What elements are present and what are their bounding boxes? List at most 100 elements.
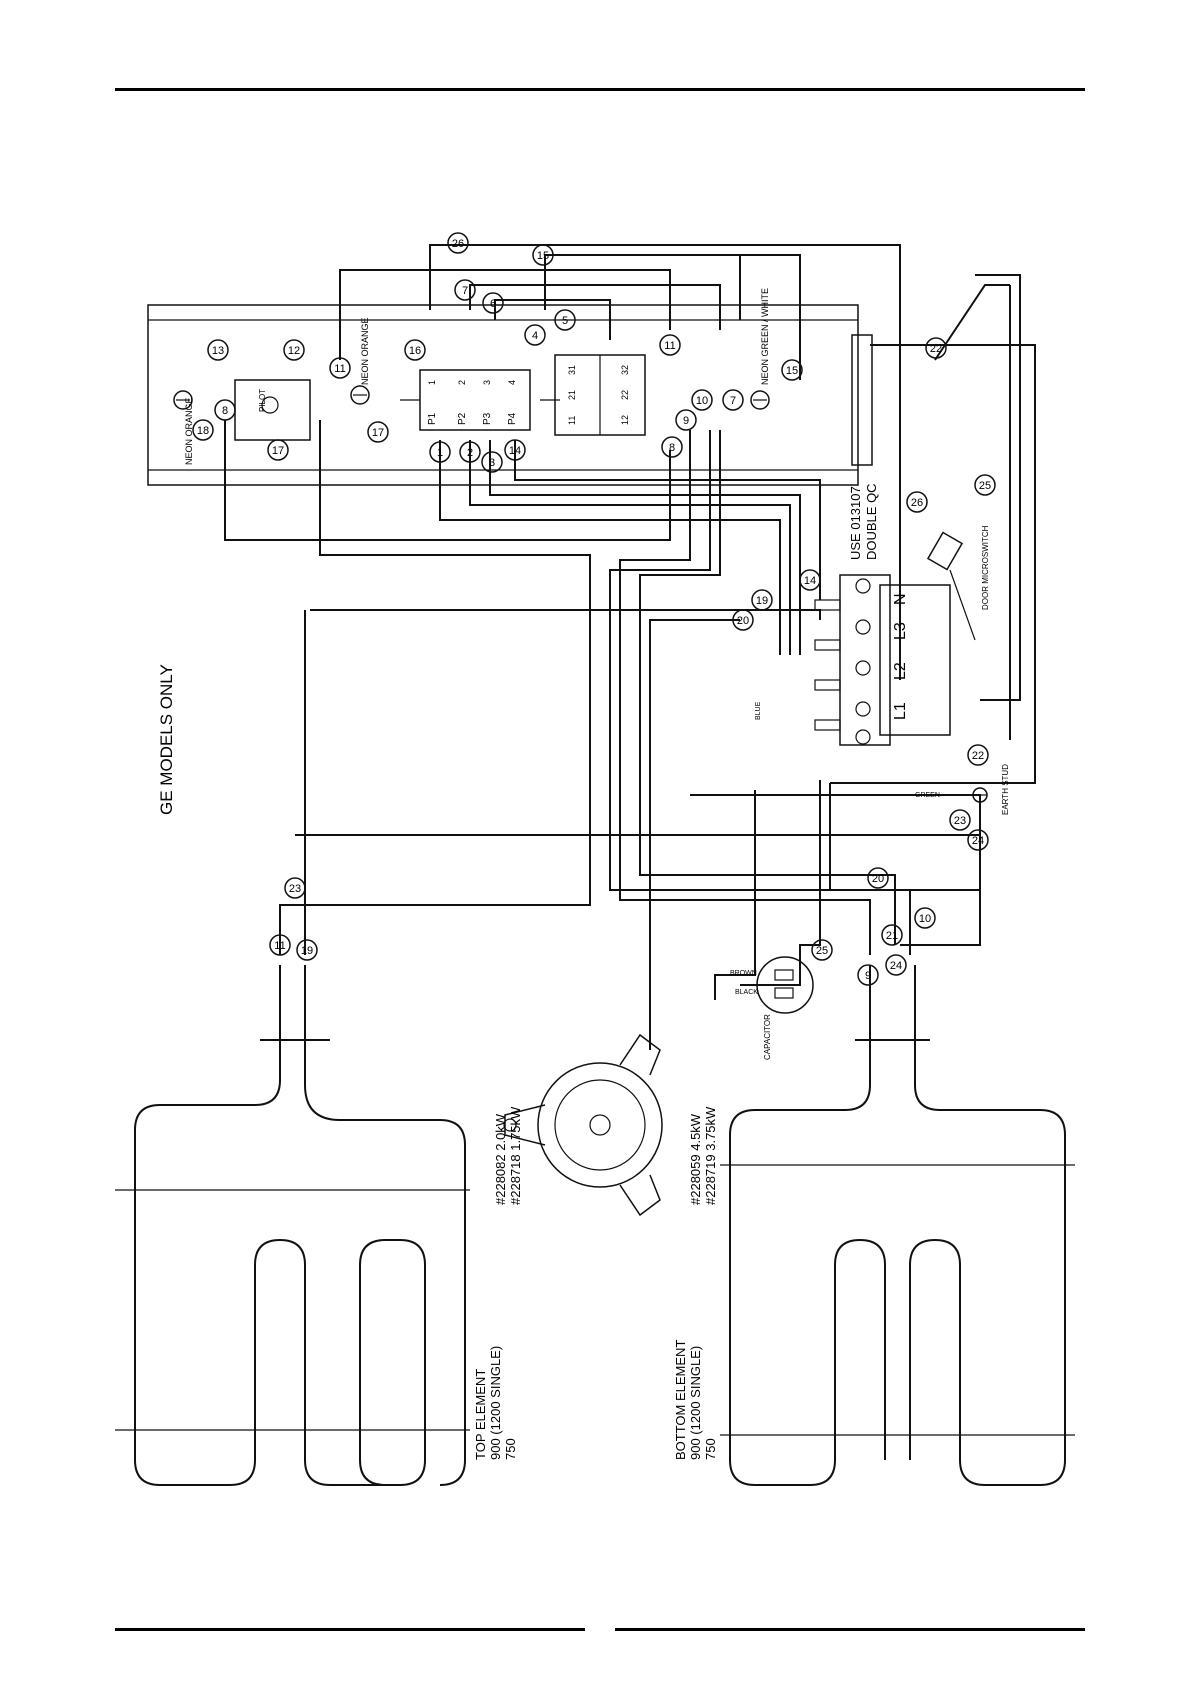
switch-pole-p3: P3: [482, 412, 493, 425]
wire-marker-7b: 7: [722, 389, 744, 411]
switch-contact-2: 2: [457, 380, 467, 385]
svg-text:17: 17: [372, 427, 384, 439]
svg-text:24: 24: [890, 960, 902, 972]
ge-models-only-title: GE MODELS ONLY: [157, 664, 176, 815]
wire-marker-25a: 25: [974, 474, 996, 496]
earth-stud-label: EARTH STUD: [1001, 764, 1010, 815]
neon-green-white-label: NEON GREEN / WHITE: [760, 288, 770, 385]
wire-marker-19b: 19: [296, 939, 318, 961]
svg-text:9: 9: [865, 970, 871, 982]
wire-marker-2: 2: [459, 441, 481, 463]
switch-contact-4: 4: [507, 380, 517, 385]
svg-text:6: 6: [490, 298, 496, 310]
svg-text:22: 22: [930, 343, 942, 355]
wire-number-markers: 1 2 3 4 5 6 7 7 8 8 9 9 10 10 11 11 11 1…: [192, 232, 996, 986]
wire-marker-23b: 23: [949, 809, 971, 831]
top-element-part-1: #228082 2.0kW: [493, 1113, 508, 1205]
svg-text:20: 20: [737, 615, 749, 627]
top-element-label-3: 750: [503, 1438, 518, 1460]
svg-text:20: 20: [872, 873, 884, 885]
black-wire-label: BLACK: [735, 989, 758, 996]
top-element-part-2: #228718 1.75kW: [508, 1106, 523, 1205]
switch-contact-3: 3: [482, 380, 492, 385]
wire-marker-19a: 19: [751, 589, 773, 611]
fan-motor: [503, 1033, 663, 1217]
svg-text:15: 15: [537, 250, 549, 262]
terminal-l2: L2: [892, 662, 909, 680]
wire-marker-13: 13: [207, 339, 229, 361]
svg-text:1: 1: [437, 447, 443, 459]
top-element: [115, 965, 470, 1486]
svg-text:18: 18: [197, 425, 209, 437]
wire-marker-20a: 20: [732, 609, 754, 631]
wire-marker-18: 18: [192, 419, 214, 441]
svg-text:2: 2: [467, 447, 473, 459]
wire-marker-15b: 15: [781, 359, 803, 381]
wire-marker-6: 6: [482, 292, 504, 314]
wire-marker-8b: 8: [661, 436, 683, 458]
wire-marker-24b: 24: [885, 954, 907, 976]
earth-stud: [972, 787, 988, 803]
wire-marker-1: 1: [429, 441, 451, 463]
brown-wire-label: BROWN: [730, 970, 757, 977]
svg-text:17: 17: [272, 445, 284, 457]
wire-marker-7a: 7: [454, 279, 476, 301]
switch-contact-1: 1: [427, 380, 437, 385]
switch-pole-p1: P1: [427, 412, 438, 425]
top-element-label-1: TOP ELEMENT: [473, 1369, 488, 1460]
wire-marker-12: 12: [283, 339, 305, 361]
svg-text:11: 11: [334, 363, 345, 375]
green-wire-label: GREEN: [915, 792, 940, 799]
svg-text:26: 26: [452, 238, 464, 250]
header-rule: [115, 88, 1085, 91]
svg-text:12: 12: [288, 345, 300, 357]
svg-text:11: 11: [274, 940, 285, 952]
svg-text:23: 23: [289, 883, 301, 895]
wire-marker-3: 3: [481, 451, 503, 473]
bottom-element-label-1: BOTTOM ELEMENT: [673, 1340, 688, 1460]
relay-contact-22: 22: [620, 390, 630, 400]
footer-rule-left: [115, 1628, 585, 1631]
svg-text:13: 13: [212, 345, 224, 357]
svg-text:19: 19: [756, 595, 768, 607]
wire-marker-8a: 8: [214, 399, 236, 421]
wire-marker-11c: 11: [269, 934, 291, 956]
wire-marker-26a: 26: [447, 232, 469, 254]
top-element-label-2: 900 (1200 SINGLE): [488, 1346, 503, 1460]
wire-marker-10a: 10: [691, 389, 713, 411]
svg-text:14: 14: [804, 575, 816, 587]
svg-text:16: 16: [409, 345, 421, 357]
terminal-l3: L3: [892, 622, 909, 640]
svg-text:10: 10: [919, 913, 931, 925]
svg-text:14: 14: [509, 445, 521, 457]
bottom-element: [720, 965, 1075, 1486]
svg-text:19: 19: [301, 945, 313, 957]
wire-marker-11b: 11: [659, 334, 681, 356]
neon-lamp-orange-1: [173, 390, 193, 410]
wire-marker-14a: 14: [504, 439, 526, 461]
svg-text:8: 8: [222, 405, 228, 417]
svg-text:9: 9: [683, 415, 689, 427]
neon-orange-label-2: NEON ORANGE: [360, 317, 370, 385]
wire-marker-24a: 24: [967, 829, 989, 851]
wire-marker-16: 16: [404, 339, 426, 361]
relay-contact-12: 12: [620, 415, 630, 425]
svg-text:23: 23: [954, 815, 966, 827]
svg-text:15: 15: [786, 365, 798, 377]
wire-marker-21: 21: [881, 924, 903, 946]
svg-text:8: 8: [669, 442, 675, 454]
pilot-label: PILOT: [258, 389, 267, 412]
svg-text:25: 25: [816, 945, 828, 957]
relay-contact-block: [554, 354, 646, 436]
relay-contact-32: 32: [620, 365, 630, 375]
terminal-l1: L1: [892, 702, 909, 720]
svg-text:22: 22: [972, 750, 984, 762]
wire-marker-11a: 11: [329, 357, 351, 379]
four-pole-switch: [400, 369, 560, 431]
relay-contact-11: 11: [567, 416, 577, 425]
wire-marker-5: 5: [554, 309, 576, 331]
wire-marker-9b: 9: [857, 964, 879, 986]
blue-wire-label: BLUE: [755, 701, 762, 720]
svg-text:11: 11: [664, 340, 675, 352]
